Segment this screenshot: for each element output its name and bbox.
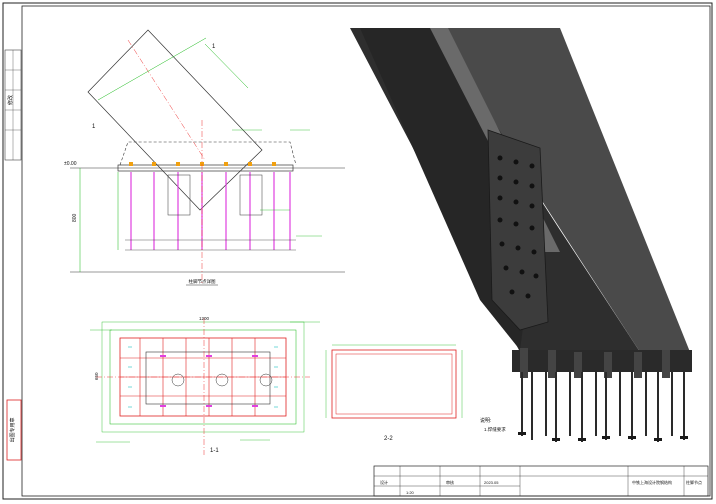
stamp-text: 出图专用章 — [9, 417, 16, 442]
left-info-strip: 出图专用章 修改 — [4, 49, 22, 461]
note-heading: 说明: — [480, 417, 491, 424]
connection-plate — [487, 129, 549, 331]
title-scale: 1:20 — [406, 490, 415, 495]
column-centerline — [127, 39, 206, 161]
column-dim-line — [97, 37, 207, 101]
section-1-1-plan: 1200 650 1-1 — [90, 316, 320, 455]
section-2-2: 2-2 — [325, 344, 463, 442]
plate-bolts — [497, 155, 539, 299]
anchor-bolts-elevation — [130, 172, 291, 250]
title-drawn: 设计 — [380, 479, 388, 485]
title-block: 设计 审核 2023.05 1:20 中铁上海设计院钢结构 柱脚节点 — [373, 465, 709, 497]
revision-label: 修改 — [7, 95, 14, 105]
dim-left: 800 — [72, 213, 78, 222]
elevation-title: 柱脚节点详图 — [189, 278, 216, 285]
inclined-column-outline — [87, 29, 263, 211]
weld-markers — [129, 162, 276, 166]
section-2-2-outer — [331, 349, 457, 419]
anchor-rods-3d — [521, 372, 685, 442]
elevation-mark: ±0.00 — [64, 161, 77, 167]
column-base-elevation: 1 1 ±0.00 — [64, 29, 345, 286]
title-sheet-name: 柱脚节点 — [686, 479, 702, 485]
title-date: 2023.05 — [484, 480, 499, 485]
title-checked: 审核 — [446, 479, 454, 485]
title-project: 中铁上海设计院钢结构 — [632, 479, 672, 485]
section-2-2-label: 2-2 — [384, 436, 393, 442]
notes: 说明: 1.焊缝要求 — [480, 417, 506, 433]
stamp-box — [6, 399, 22, 461]
plan-bolt-holes — [171, 373, 273, 387]
plan-dim-left: 650 — [94, 372, 99, 380]
steel-column-3d-render — [350, 28, 692, 442]
section-mark-1-left: 1 — [92, 124, 96, 130]
section-1-1-label: 1-1 — [210, 448, 219, 454]
base-block — [512, 350, 692, 372]
plan-dim-top: 1200 — [199, 316, 210, 321]
drawing-frame — [21, 5, 711, 497]
section-mark-1-right: 1 — [212, 44, 216, 50]
note-body: 1.焊缝要求 — [484, 426, 506, 433]
